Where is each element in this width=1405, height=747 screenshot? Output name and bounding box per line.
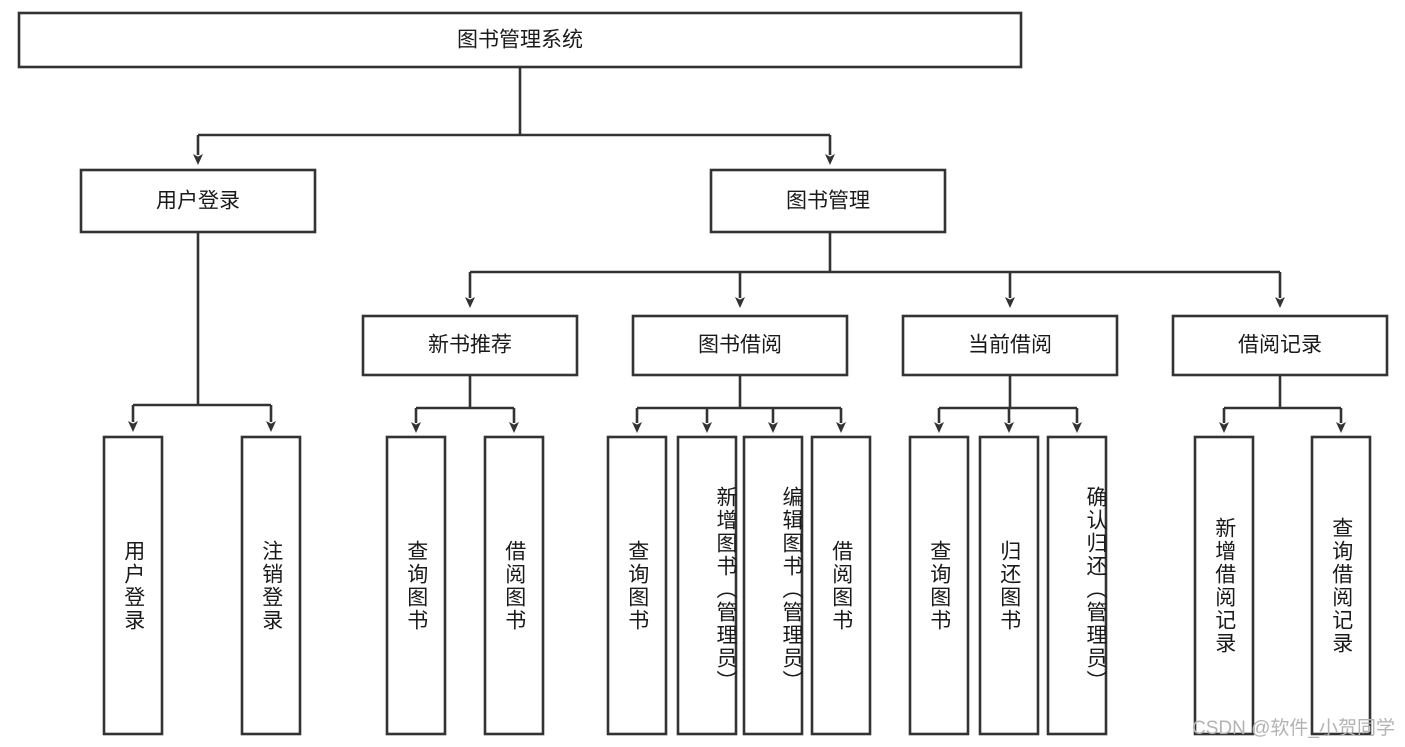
connector-newbook-to-leaves xyxy=(411,375,519,433)
node-new-book-recommend-label: 新书推荐 xyxy=(428,334,512,357)
leaf-box-user-login[interactable] xyxy=(102,435,164,736)
leaf-box-add-book[interactable] xyxy=(676,435,738,736)
connector-root-to-level2 xyxy=(193,67,835,165)
watermark-text: CSDN @软件_小贺同学 xyxy=(1192,718,1395,739)
node-borrow-record[interactable]: 借阅记录 xyxy=(1171,314,1389,377)
connector-userlogin-to-leaves xyxy=(128,232,276,432)
node-borrow-record-label: 借阅记录 xyxy=(1238,334,1322,357)
leaf-box-query-book-3[interactable] xyxy=(908,435,970,736)
leaf-box-borrow-book-1[interactable] xyxy=(483,435,545,736)
connector-bookmgmt-to-level3 xyxy=(465,232,1285,308)
connector-currentborrow-to-leaves xyxy=(934,375,1082,433)
node-book-borrow-label: 图书借阅 xyxy=(698,334,782,357)
node-root-label: 图书管理系统 xyxy=(457,29,583,52)
node-user-login-label: 用户登录 xyxy=(156,190,240,213)
leaf-boxes xyxy=(102,435,1372,736)
leaf-box-query-book-2[interactable] xyxy=(606,435,668,736)
leaf-box-confirm-return[interactable] xyxy=(1046,435,1108,736)
leaf-box-query-record[interactable] xyxy=(1310,435,1372,736)
leaf-box-edit-book[interactable] xyxy=(742,435,804,736)
leaf-box-user-logout[interactable] xyxy=(240,435,302,736)
node-current-borrow-label: 当前借阅 xyxy=(968,334,1052,357)
connector-bookborrow-to-leaves xyxy=(632,375,846,433)
leaf-box-add-record[interactable] xyxy=(1193,435,1255,736)
node-book-management-label: 图书管理 xyxy=(786,190,870,213)
node-current-borrow[interactable]: 当前借阅 xyxy=(901,314,1119,377)
leaf-box-borrow-book-2[interactable] xyxy=(810,435,872,736)
node-user-login[interactable]: 用户登录 xyxy=(79,168,317,234)
leaf-box-return-book[interactable] xyxy=(978,435,1040,736)
node-book-management[interactable]: 图书管理 xyxy=(709,168,947,234)
node-new-book-recommend[interactable]: 新书推荐 xyxy=(361,314,579,377)
leaf-box-query-book-1[interactable] xyxy=(385,435,447,736)
node-root[interactable]: 图书管理系统 xyxy=(17,11,1023,69)
node-book-borrow[interactable]: 图书借阅 xyxy=(631,314,849,377)
connector-borrowrecord-to-leaves xyxy=(1219,375,1346,433)
